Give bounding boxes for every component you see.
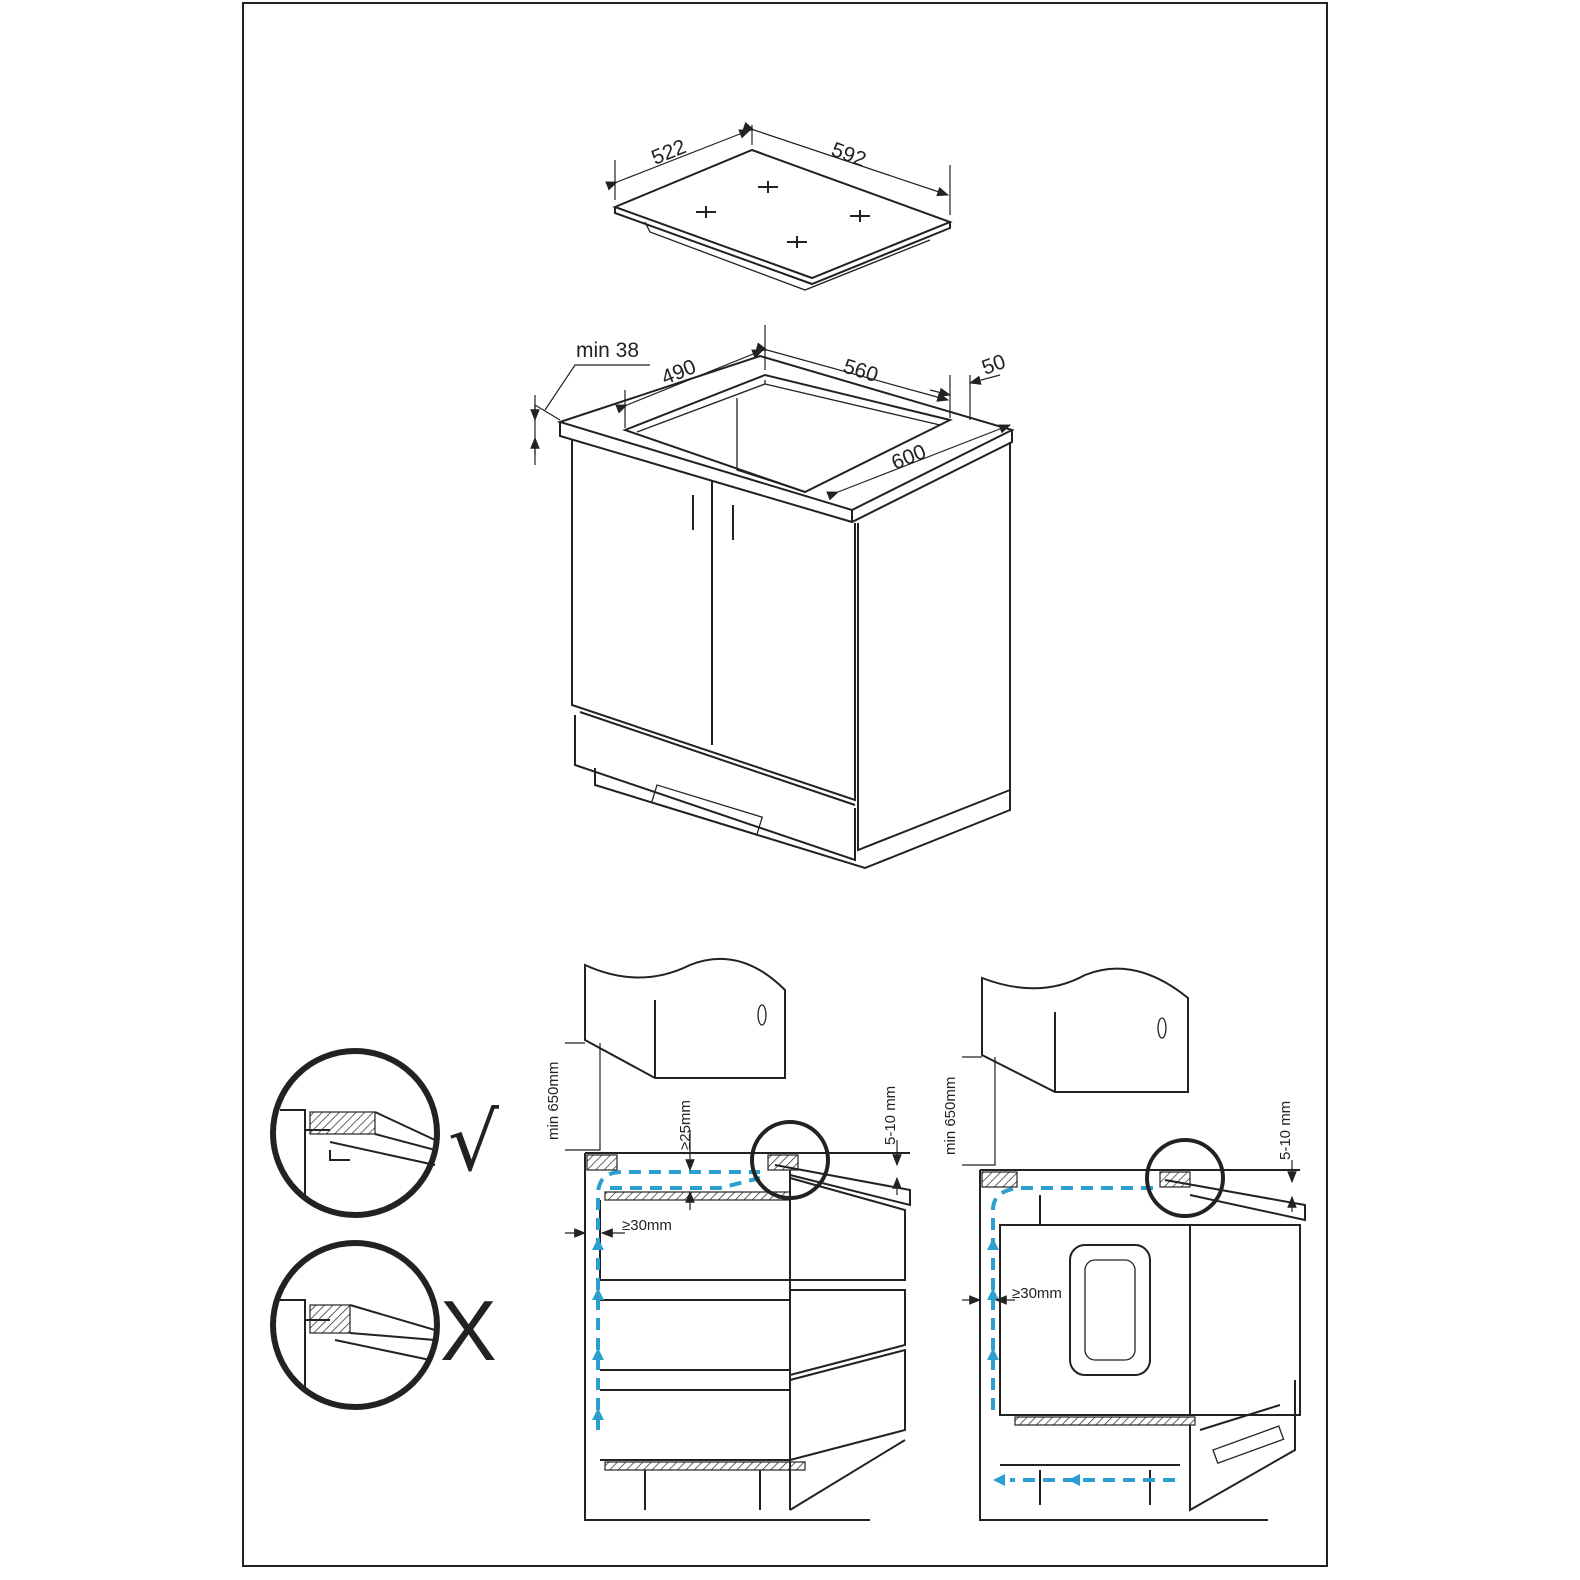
cabinet-drawing: min 38 490 560 50 600: [530, 325, 1015, 870]
burner-marks: [696, 181, 870, 248]
left-edge-gap-label: 5-10 mm: [882, 1086, 899, 1145]
cutout-depth-label: 490: [658, 355, 699, 389]
left-min-height-label: min 650mm: [545, 1062, 562, 1140]
left-top-gap-label: ≥25mm: [677, 1100, 694, 1150]
right-min-height-label: min 650mm: [942, 1077, 959, 1155]
right-side-gap-label: ≥30mm: [1012, 1285, 1062, 1302]
page-frame: [242, 2, 1328, 1567]
vent-grille: [650, 784, 764, 836]
install-oven-drawing: min 650mm ≥30mm 5-10 mm: [942, 967, 1306, 1521]
right-edge-gap-label: 5-10 mm: [1277, 1101, 1294, 1160]
left-side-gap-label: ≥30mm: [622, 1217, 672, 1234]
wrong-mark: X: [440, 1284, 497, 1379]
oven-vent-grille: [1212, 1425, 1285, 1464]
seal-correct-detail: √: [270, 1048, 499, 1218]
hob-drawing: 522 592: [605, 122, 953, 291]
seal-wrong-detail: X: [270, 1240, 497, 1410]
rear-gap-label: 50: [979, 350, 1009, 380]
counter-depth-label: 600: [888, 440, 929, 474]
min-thickness-label: min 38: [576, 339, 639, 362]
hob-depth-label: 522: [648, 135, 689, 169]
install-drawers-drawing: min 650mm ≥25mm ≥30mm 5-10 mm: [545, 957, 911, 1521]
hob-width-label: 592: [828, 138, 869, 172]
correct-mark: √: [448, 1096, 499, 1189]
